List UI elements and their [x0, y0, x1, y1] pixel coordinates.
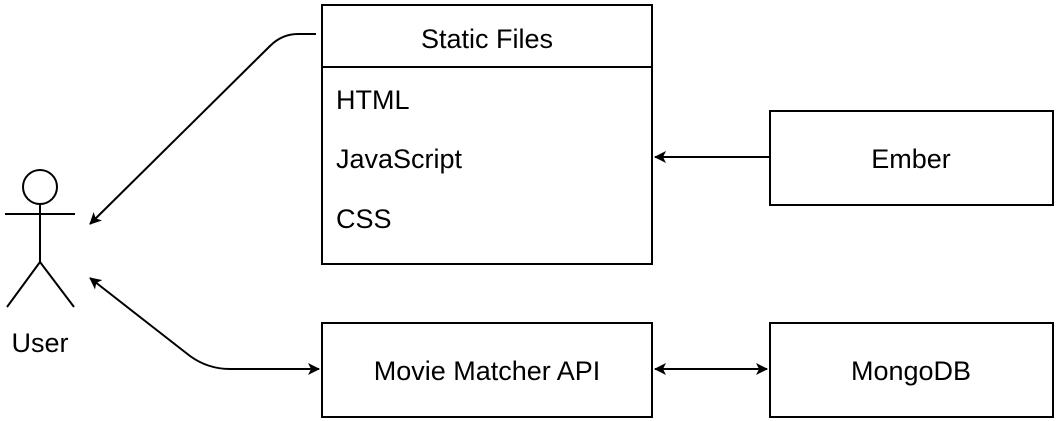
user-api-bidirectional-arrow	[89, 277, 320, 375]
static-file-item: HTML	[336, 85, 410, 115]
user-left-leg	[6, 261, 41, 308]
static-files-box: Static Files HTML JavaScript CSS	[321, 4, 653, 265]
api-box: Movie Matcher API	[321, 322, 653, 418]
ember-frame	[769, 110, 1054, 206]
ember-label: Ember	[871, 144, 951, 174]
static-file-item: CSS	[336, 204, 392, 234]
static-files-to-user-arrow	[89, 33, 316, 225]
mongodb-box: MongoDB	[769, 322, 1054, 418]
ember-box: Ember	[769, 110, 1054, 206]
mongodb-frame	[769, 322, 1054, 418]
mongodb-label: MongoDB	[851, 356, 971, 386]
user-label: User	[11, 328, 68, 358]
static-files-title: Static Files	[421, 24, 553, 54]
api-frame	[321, 322, 653, 418]
user-actor: User	[5, 169, 75, 358]
user-right-leg	[39, 261, 75, 308]
user-head	[22, 169, 58, 205]
api-label: Movie Matcher API	[374, 356, 601, 386]
static-files-frame	[321, 4, 653, 265]
static-file-item: JavaScript	[336, 144, 463, 174]
